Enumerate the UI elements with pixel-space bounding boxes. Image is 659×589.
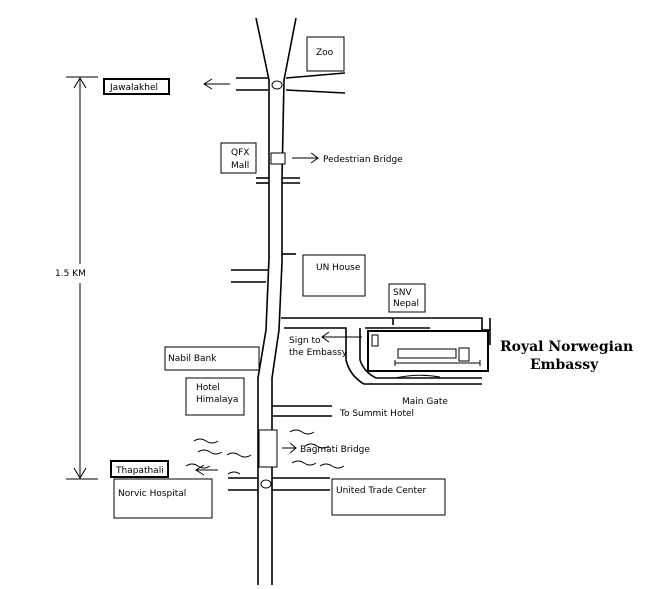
un-house-box: UN House: [302, 254, 366, 297]
qfx-side-road: [256, 177, 300, 184]
distance-scale: 1.5 KM: [55, 76, 98, 480]
summit-hotel-road: [272, 405, 332, 417]
snv-nepal-box: SNV Nepal: [388, 283, 426, 313]
thapathali-box: Thapathali: [110, 460, 169, 478]
hotel-himalaya-line1: Hotel: [196, 383, 220, 393]
snv-label-line1: SNV: [393, 288, 412, 298]
main-road: [255, 17, 297, 585]
embassy-compound: [321, 330, 489, 379]
qfx-mall-label-line2: Mall: [231, 161, 249, 171]
main-gate-label: Main Gate: [402, 397, 448, 407]
embassy-title-line1: Royal Norwegian: [500, 339, 633, 355]
summit-hotel-label: To Summit Hotel: [339, 409, 414, 419]
bagmati-bridge-label: Bagmati Bridge: [300, 445, 370, 455]
embassy-title-line2: Embassy: [530, 357, 599, 373]
united-trade-center-box: United Trade Center: [331, 478, 446, 516]
qfx-mall-label-line1: QFX: [231, 148, 249, 158]
pedestrian-bridge-marker: [270, 152, 319, 165]
norvic-hospital-box: Norvic Hospital: [113, 478, 213, 519]
zoo-box: Zoo: [306, 36, 345, 72]
thapathali-label: Thapathali: [115, 466, 164, 476]
snv-label-line2: Nepal: [393, 299, 419, 309]
hotel-himalaya-box: Hotel Himalaya: [185, 377, 245, 416]
thapathali-junction: [195, 464, 330, 491]
jawalakhel-junction: [203, 72, 346, 94]
united-trade-center-label: United Trade Center: [336, 486, 427, 496]
jawalakhel-label: Jawalakhel: [109, 83, 158, 93]
norvic-hospital-label: Norvic Hospital: [118, 489, 186, 499]
un-house-label: UN House: [316, 263, 361, 273]
qfx-mall-box: QFX Mall: [220, 142, 257, 174]
zoo-label: Zoo: [316, 48, 334, 58]
un-house-branch: [231, 269, 268, 283]
nabil-bank-label: Nabil Bank: [168, 354, 217, 364]
hotel-himalaya-line2: Himalaya: [196, 395, 238, 405]
nabil-bank-box: Nabil Bank: [164, 346, 260, 371]
pedestrian-bridge-label: Pedestrian Bridge: [323, 155, 403, 165]
sign-to-embassy-line1: Sign to: [289, 336, 321, 346]
bagmati-river: [185, 429, 345, 475]
jawalakhel-box: Jawalakhel: [103, 78, 170, 95]
sign-to-embassy-line2: the Embassy: [289, 348, 348, 358]
distance-label: 1.5 KM: [55, 269, 86, 279]
